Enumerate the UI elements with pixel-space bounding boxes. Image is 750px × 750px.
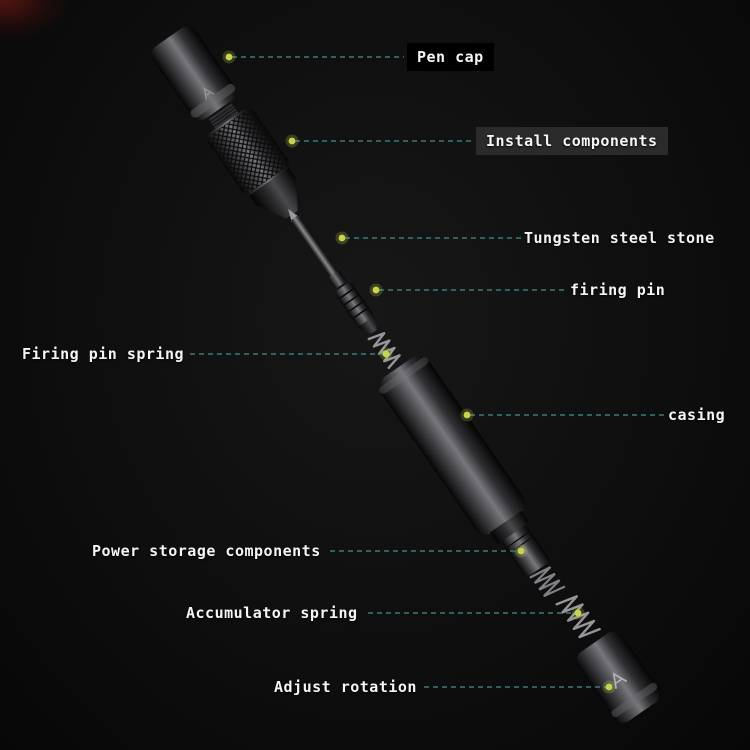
dot-tungsten-steel-stone [338, 234, 346, 242]
pen-exploded-assembly [151, 26, 661, 723]
dot-accumulator-spring [574, 609, 582, 617]
part-install-components [207, 108, 298, 219]
label-tungsten-steel-stone: Tungsten steel stone [524, 229, 715, 247]
dot-power-storage-components [517, 547, 525, 555]
part-casing [379, 356, 530, 545]
leader-dots [222, 50, 616, 694]
label-power-storage-components: Power storage components [92, 542, 321, 560]
part-thread-neck [208, 103, 239, 129]
label-accumulator-spring: Accumulator spring [186, 604, 358, 622]
endcap-logo-icon [612, 672, 628, 689]
part-power-storage-components [503, 526, 566, 598]
leader-lines [190, 56, 666, 688]
cap-logo-icon [203, 87, 215, 100]
label-pen-cap: Pen cap [407, 43, 494, 71]
dot-casing [463, 411, 471, 419]
dot-adjust-rotation [605, 683, 613, 691]
part-pen-cap [151, 26, 237, 121]
part-adjust-rotation [576, 631, 661, 723]
label-firing-pin: firing pin [570, 281, 666, 299]
dot-install-components [288, 137, 296, 145]
label-casing: casing [668, 406, 726, 424]
part-tungsten-steel-stone [288, 208, 346, 289]
part-firing-pin [335, 282, 377, 335]
dot-pen-cap [225, 53, 233, 61]
dot-firing-pin [372, 286, 380, 294]
dot-firing-pin-spring [382, 350, 390, 358]
part-accumulator-spring [555, 595, 601, 639]
label-adjust-rotation: Adjust rotation [274, 678, 417, 696]
label-install-components: Install components [476, 127, 668, 155]
label-firing-pin-spring: Firing pin spring [22, 345, 185, 363]
